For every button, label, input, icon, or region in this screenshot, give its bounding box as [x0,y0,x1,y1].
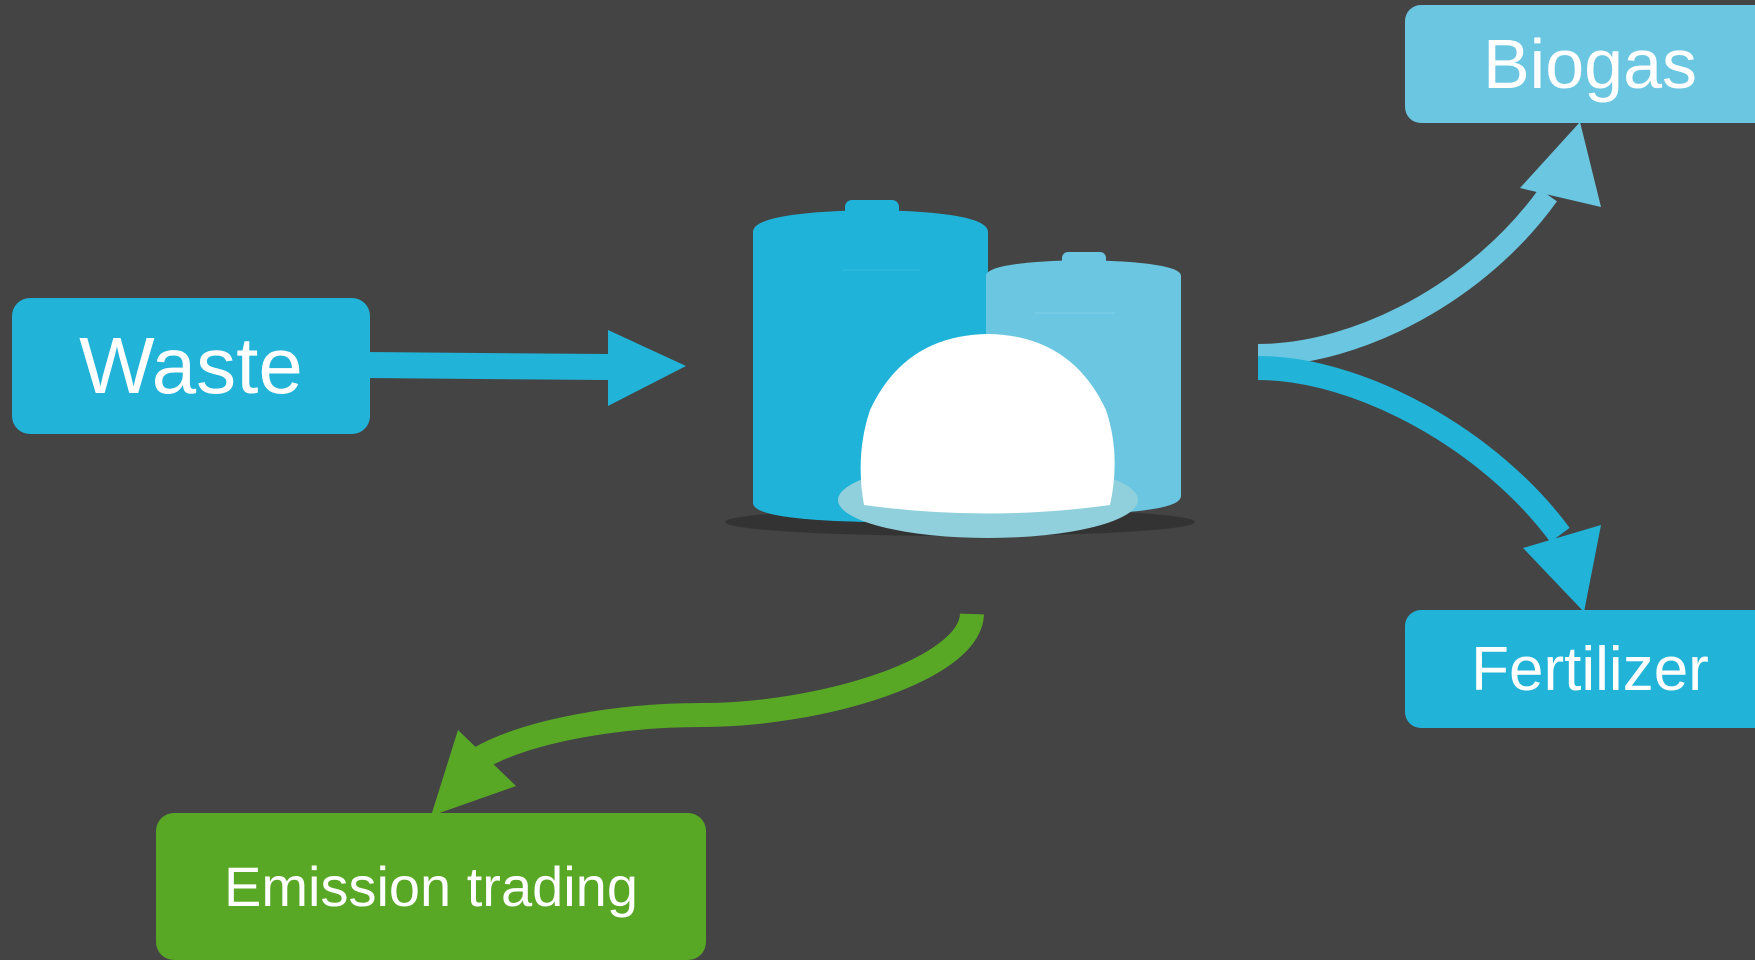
arrow-digester-to-biogas [1257,122,1601,366]
node-emission-trading: Emission trading [156,813,706,960]
node-biogas-label: Biogas [1482,25,1698,103]
node-fertilizer: Fertilizer [1405,610,1755,728]
node-biogas: Biogas [1405,5,1755,123]
node-fertilizer-label: Fertilizer [1471,634,1709,704]
biogas-digester-icon [725,200,1195,538]
arrow-digester-to-fertilizer [1257,356,1601,612]
node-waste: Waste [12,298,370,434]
node-waste-label: Waste [79,321,303,410]
node-emission-trading-label: Emission trading [224,855,638,918]
arrow-digester-to-emission [431,612,984,816]
arrow-waste-to-digester [360,330,686,406]
